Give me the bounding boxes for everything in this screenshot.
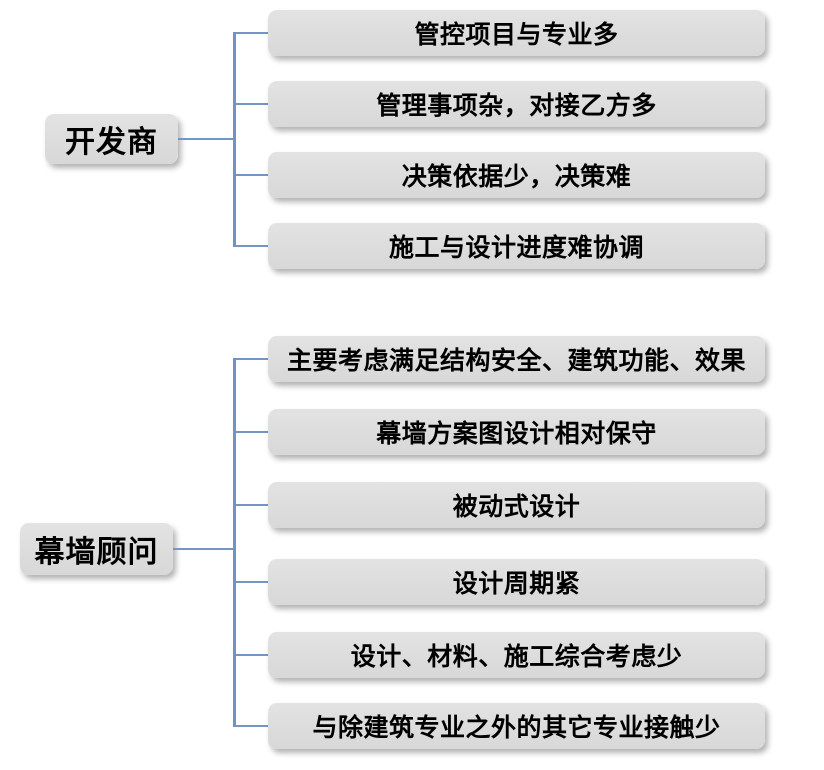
group-label-facade-consultant: 幕墙顾问 [20,523,173,575]
item-box-developer-2: 管理事项杂，对接乙方多 [268,81,765,127]
connector-label-line-facade-consultant [173,548,235,550]
connector-stub [236,725,268,727]
item-box-developer-1: 管控项目与专业多 [268,10,765,56]
connector-stub [236,431,268,433]
item-box-developer-3: 决策依据少，决策难 [268,152,765,198]
connector-stub [236,654,268,656]
item-box-facade-4: 设计周期紧 [268,559,765,605]
connector-stub [236,245,268,247]
connector-vertical-developer [233,32,236,247]
connector-stub [236,581,268,583]
connector-stub [236,103,268,105]
connector-stub [236,504,268,506]
item-box-facade-6: 与除建筑专业之外的其它专业接触少 [268,703,765,749]
item-box-developer-4: 施工与设计进度难协调 [268,223,765,269]
item-box-facade-3: 被动式设计 [268,482,765,528]
item-box-facade-5: 设计、材料、施工综合考虑少 [268,632,765,678]
connector-label-line-developer [178,138,235,140]
connector-stub [236,358,268,360]
item-box-facade-2: 幕墙方案图设计相对保守 [268,409,765,455]
group-label-developer: 开发商 [45,114,178,164]
connector-stub [236,174,268,176]
connector-vertical-facade-consultant [233,358,236,727]
item-box-facade-1: 主要考虑满足结构安全、建筑功能、效果 [268,336,765,382]
connector-stub [236,32,268,34]
